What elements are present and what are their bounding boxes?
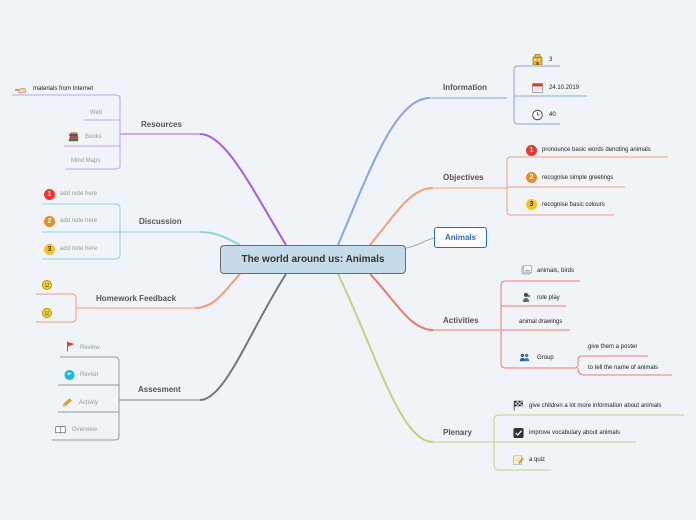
connector-assessment [199, 273, 287, 401]
connector-homework [194, 273, 241, 309]
discussion-item-1[interactable]: add note here [60, 191, 98, 197]
resources-item-3[interactable]: Books [85, 134, 102, 140]
information-item-2[interactable]: 24.10.2019 [549, 85, 580, 91]
group-item-2[interactable]: to tell the name of animals [588, 365, 659, 371]
priority-1-icon: 1 [44, 189, 55, 200]
smiley-icon[interactable] [42, 308, 52, 318]
red-flag-icon [65, 341, 76, 352]
plenary-item-2[interactable]: improve vocabulary about animals [529, 430, 621, 436]
priority-3-icon: 3 [526, 199, 537, 210]
assessment-item-4[interactable]: Overview [72, 427, 98, 433]
pencil-icon [62, 397, 73, 408]
priority-3-icon: 3 [44, 244, 55, 255]
assessment-item-1[interactable]: Review [80, 345, 100, 351]
branch-plenary[interactable]: Plenary [443, 428, 472, 437]
branch-activities[interactable]: Activities [443, 316, 479, 325]
books-icon [68, 131, 79, 142]
connector-resources [199, 133, 287, 246]
discussion-item-3[interactable]: add note here [60, 246, 98, 252]
note-pencil-icon [513, 454, 524, 465]
connector-discussion [199, 231, 241, 246]
pointing-hand-icon [15, 84, 26, 95]
objectives-item-2[interactable]: recognise simple greetings [542, 175, 614, 181]
resources-item-1[interactable]: materials from Internet [33, 86, 94, 92]
activities-item-3[interactable]: animal drawings [519, 319, 563, 325]
branch-resources[interactable]: Resources [141, 120, 182, 129]
checkered-flag-icon [513, 400, 524, 411]
objectives-item-3[interactable]: recognise basic colours [542, 202, 605, 208]
activities-item-2[interactable]: role play [537, 295, 560, 301]
plenary-item-3[interactable]: a quiz [529, 457, 546, 463]
branch-objectives[interactable]: Objectives [443, 173, 484, 182]
connector-floating [405, 237, 435, 249]
branch-information[interactable]: Information [443, 83, 487, 92]
connector-plenary [337, 273, 434, 443]
calendar-icon [532, 82, 543, 93]
priority-1-icon: 1 [526, 145, 537, 156]
group-icon [519, 352, 530, 363]
smiley-icon[interactable] [42, 280, 52, 290]
connector-activities [369, 273, 434, 331]
resources-item-4[interactable]: Mind Maps [71, 158, 101, 164]
plenary-item-1[interactable]: give children a lot more information abo… [529, 403, 662, 409]
information-item-3[interactable]: 40 [549, 112, 556, 118]
activities-item-group[interactable]: Group [537, 355, 554, 361]
information-item-1[interactable]: 3 [549, 57, 553, 63]
revisit-icon [64, 369, 75, 380]
building-icon [532, 54, 543, 65]
activities-item-1[interactable]: animals, birds [537, 268, 575, 274]
assessment-item-3[interactable]: Activity [79, 400, 99, 406]
priority-2-icon: 2 [526, 172, 537, 183]
branch-assessment[interactable]: Assesment [138, 385, 181, 394]
branch-homework-feedback[interactable]: Homework Feedback [96, 294, 177, 303]
floating-topic-animals[interactable]: Animals [434, 227, 487, 248]
group-item-1[interactable]: give them a poster [588, 344, 638, 350]
connector-objectives [369, 187, 434, 246]
image-icon [521, 265, 532, 276]
branch-discussion[interactable]: Discussion [139, 217, 182, 226]
central-topic[interactable]: The world around us: Animals [220, 245, 406, 274]
resources-item-2[interactable]: Web [90, 110, 103, 116]
connector-information [337, 97, 431, 246]
clock-icon [532, 109, 543, 120]
role-play-icon [521, 292, 532, 303]
open-book-icon [55, 424, 66, 435]
priority-2-icon: 2 [44, 216, 55, 227]
discussion-item-2[interactable]: add note here [60, 218, 98, 224]
checkbox-icon [513, 427, 524, 438]
objectives-item-1[interactable]: pronounce basic words denoting animals [542, 147, 651, 153]
assessment-item-2[interactable]: Revisit [80, 372, 99, 378]
